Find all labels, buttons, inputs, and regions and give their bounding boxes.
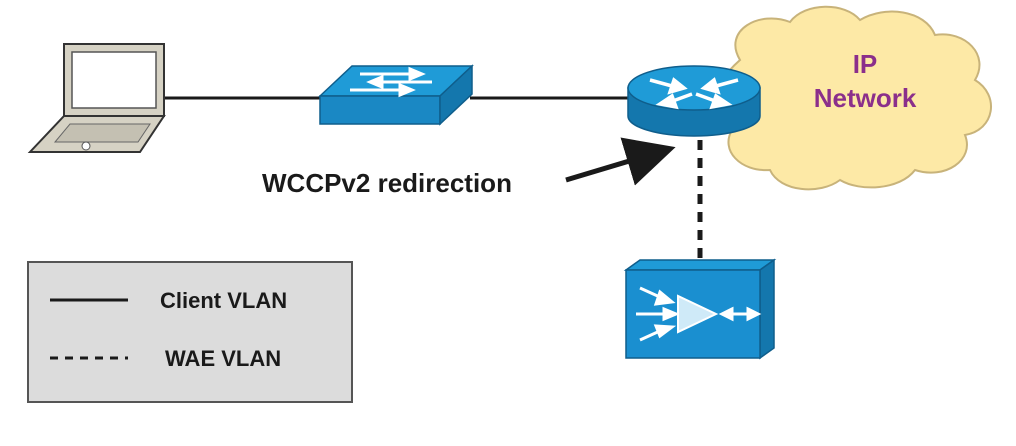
laptop-icon bbox=[27, 43, 166, 153]
ip-cloud-icon: IP Network bbox=[712, 5, 992, 191]
switch-icon bbox=[318, 64, 474, 126]
router-icon bbox=[627, 65, 761, 137]
redirection-label: WCCPv2 redirection bbox=[262, 168, 512, 198]
cloud-label-line1: IP bbox=[853, 49, 878, 79]
wae-arrows bbox=[636, 286, 762, 342]
legend-label-wae-vlan: WAE VLAN bbox=[165, 346, 281, 371]
redirection-arrow bbox=[565, 137, 676, 186]
cloud-shape bbox=[712, 5, 992, 191]
cloud-label-line2: Network bbox=[814, 83, 917, 113]
router-arrows bbox=[649, 77, 739, 110]
legend: Client VLAN WAE VLAN bbox=[27, 261, 353, 403]
legend-label-client-vlan: Client VLAN bbox=[160, 288, 287, 313]
switch-arrows bbox=[350, 66, 432, 98]
wae-appliance-icon bbox=[623, 258, 777, 360]
